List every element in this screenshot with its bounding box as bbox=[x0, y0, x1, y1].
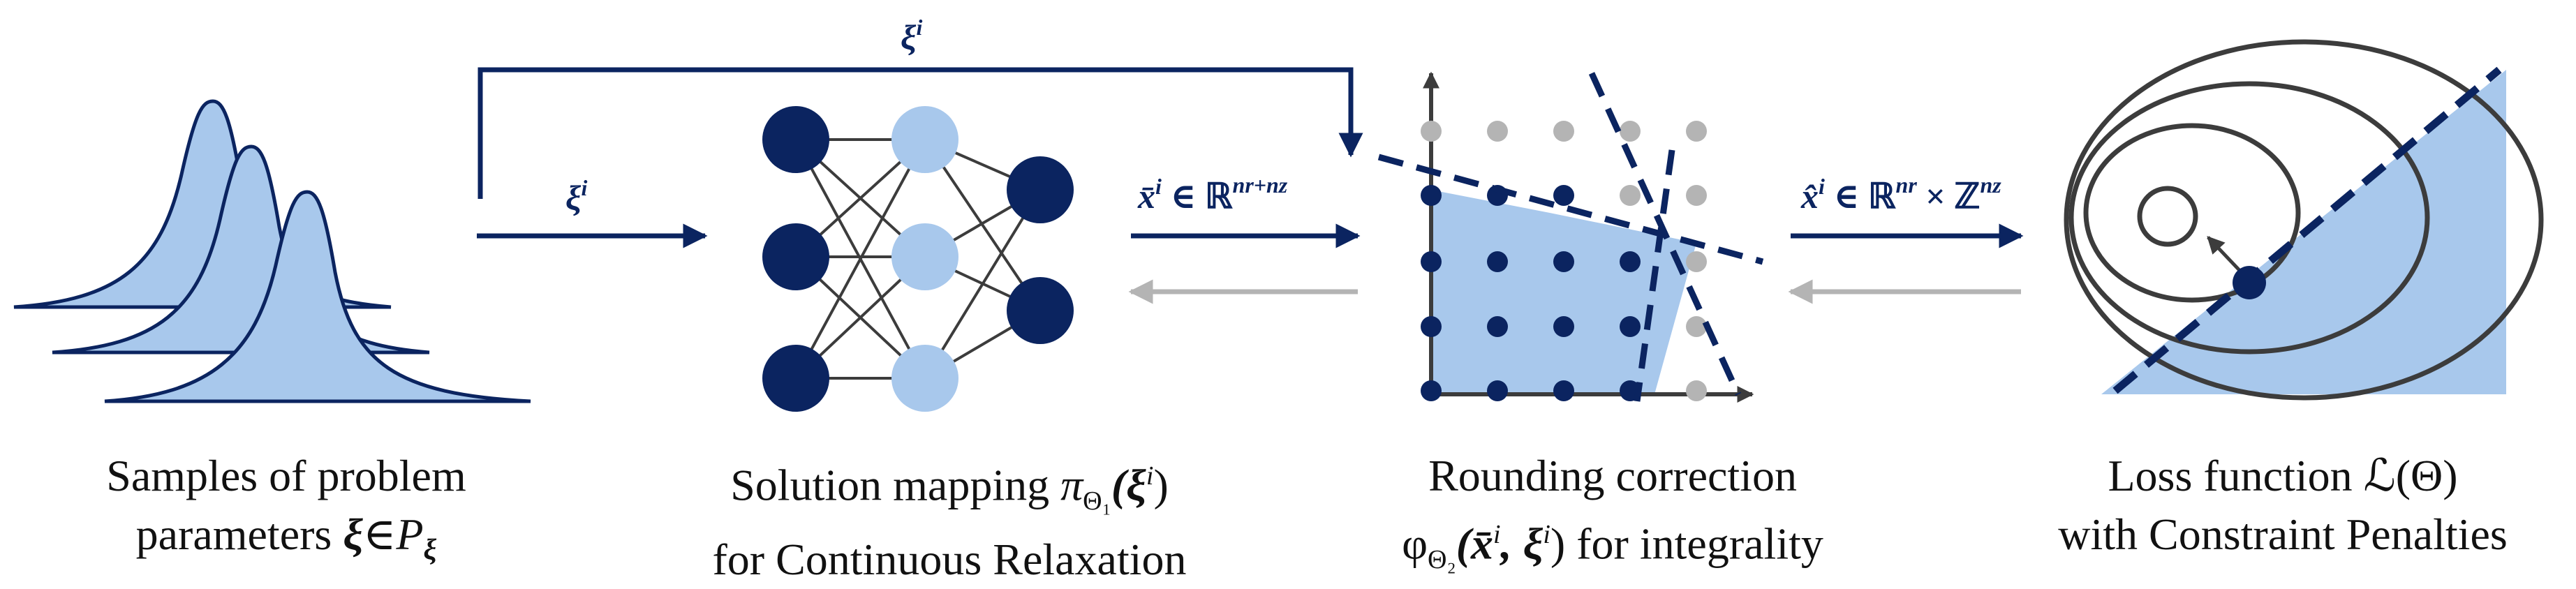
caption-samples-line2: parameters ξ∈Pξ bbox=[135, 509, 437, 566]
caption-rounding: Rounding correction φΘ₂(x̄i, ξi) for int… bbox=[1305, 447, 1920, 589]
neural-network-icon bbox=[762, 106, 1074, 412]
contour bbox=[2083, 123, 2301, 303]
caption-loss-line1: Loss function ℒ(Θ) bbox=[2108, 451, 2458, 500]
caption-samples: Samples of problem parameters ξ∈Pξ bbox=[21, 447, 552, 579]
hidden-node bbox=[891, 223, 958, 290]
current-solution-point bbox=[2233, 266, 2266, 299]
xi-top-label: ξi bbox=[901, 15, 922, 57]
relaxed-solution-label: x̄i ∈ ℝnr+nz bbox=[1137, 172, 1288, 216]
constraint-line bbox=[1377, 154, 1764, 265]
distribution-samples-icon bbox=[13, 99, 531, 403]
constraint-line bbox=[1634, 149, 1675, 402]
hidden-node bbox=[891, 345, 958, 412]
output-node bbox=[1007, 156, 1074, 223]
input-node bbox=[762, 223, 829, 290]
caption-rounding-line2: φΘ₂(x̄i, ξi) for integrality bbox=[1402, 519, 1823, 575]
hidden-node bbox=[891, 106, 958, 173]
distribution-curve-middle bbox=[52, 144, 430, 355]
constraint-line bbox=[1588, 72, 1742, 396]
contour bbox=[2068, 81, 2430, 355]
input-node bbox=[762, 106, 829, 173]
rounding-lattice-icon bbox=[1377, 71, 1764, 403]
caption-loss: Loss function ℒ(Θ) with Constraint Penal… bbox=[2004, 447, 2562, 564]
caption-solution-mapping: Solution mapping πΘ₁(ξi) for Continuous … bbox=[614, 447, 1285, 589]
caption-loss-line2: with Constraint Penalties bbox=[2058, 509, 2508, 559]
distribution-curve-front bbox=[104, 190, 531, 403]
caption-rounding-line1: Rounding correction bbox=[1428, 451, 1797, 500]
caption-solution-mapping-line2: for Continuous Relaxation bbox=[712, 535, 1187, 585]
xi-input-label: ξi bbox=[565, 175, 587, 217]
infeasible-points bbox=[1421, 121, 1707, 401]
constraint-boundary bbox=[2112, 66, 2502, 394]
loss-landscape-icon bbox=[2064, 39, 2544, 401]
caption-solution-mapping-line1: Solution mapping πΘ₁(ξi) bbox=[730, 460, 1169, 516]
contour-minimum bbox=[2137, 186, 2198, 247]
caption-samples-line1: Samples of problem bbox=[106, 451, 466, 500]
rounded-solution-label: x̂i ∈ ℝnr × ℤnz bbox=[1800, 172, 2001, 216]
output-node bbox=[1007, 277, 1074, 344]
xi-bypass-arrow bbox=[478, 67, 1363, 199]
input-node bbox=[762, 345, 829, 412]
feasible-region bbox=[1431, 190, 1696, 394]
contour-outer bbox=[2064, 39, 2544, 401]
